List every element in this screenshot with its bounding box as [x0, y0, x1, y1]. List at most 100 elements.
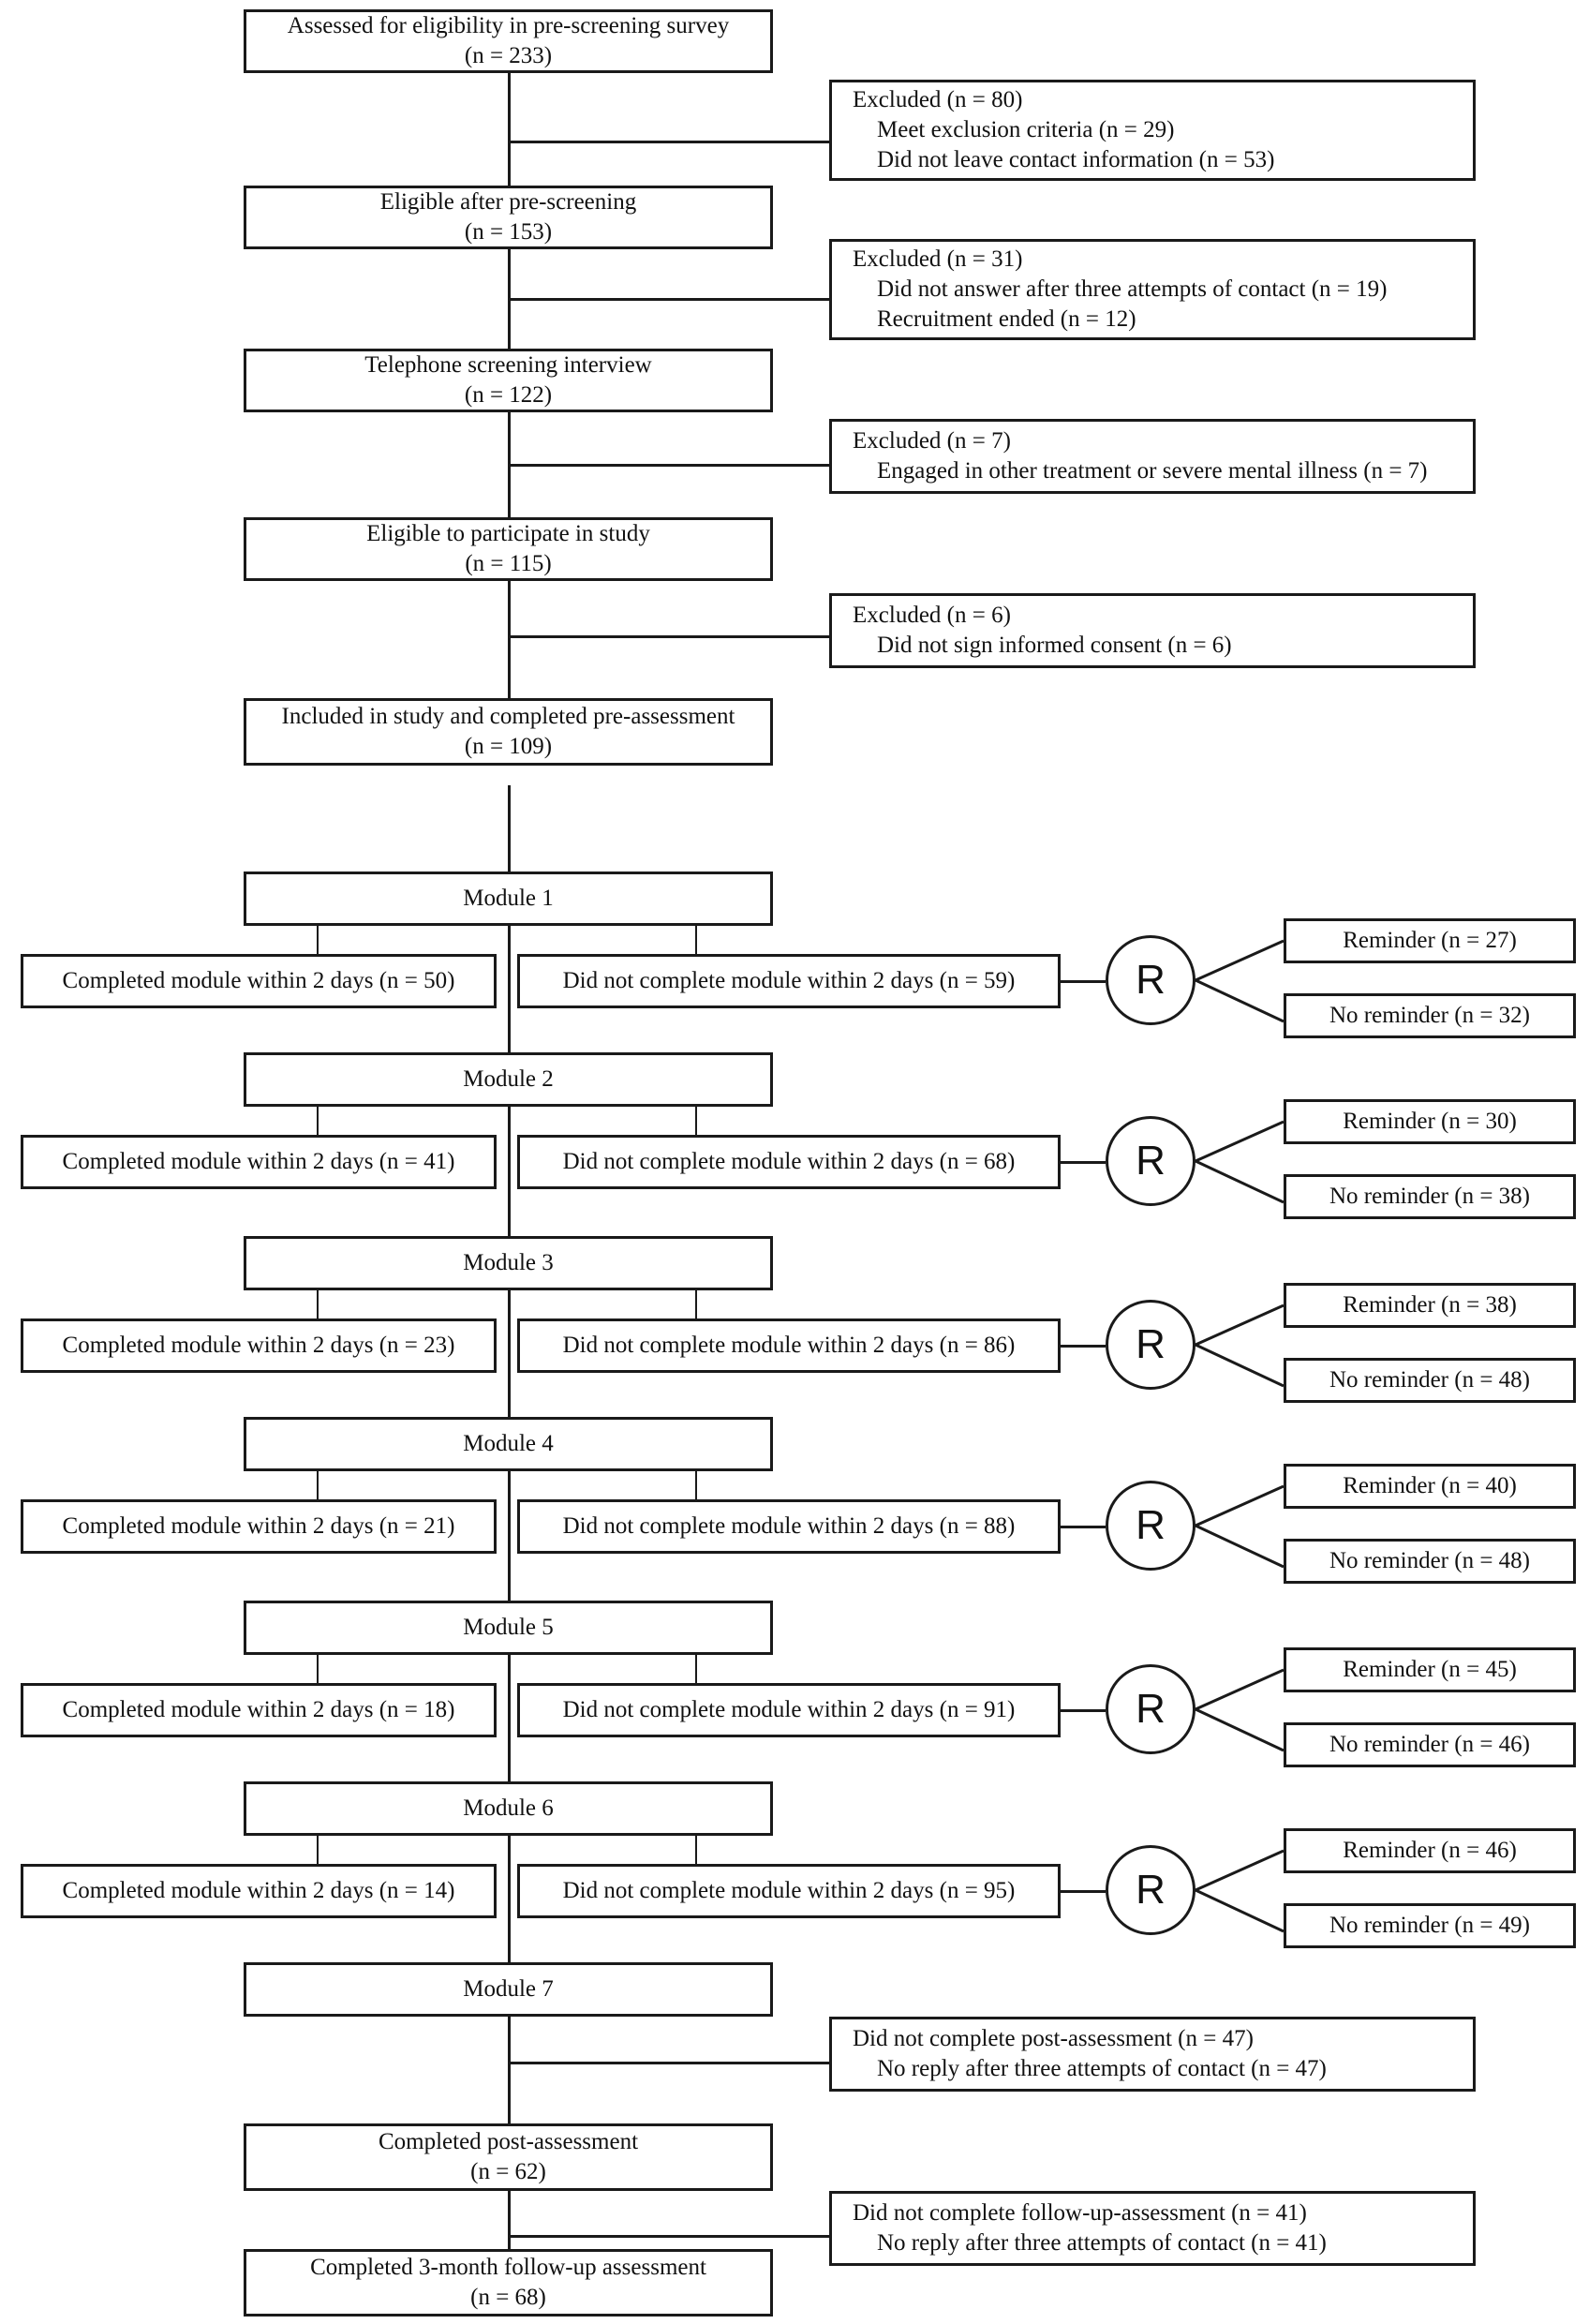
spine-module-6-to-7	[508, 1836, 511, 1962]
module-4-branch-right	[695, 1471, 697, 1501]
module-3-no-reminder-box[interactable]: No reminder (n = 48)	[1284, 1358, 1576, 1403]
no-reminder-label: No reminder (n = 38)	[1329, 1184, 1531, 1209]
completed-label: Completed module within 2 days (n = 14)	[62, 1878, 455, 1903]
attrition-header: Did not complete post-assessment (n = 47…	[853, 2026, 1254, 2051]
module-5-to-r-connector	[1061, 1709, 1106, 1712]
module-4-not-completed-box[interactable]: Did not complete module within 2 days (n…	[517, 1499, 1061, 1554]
node-telephone-screening-interview[interactable]: Telephone screening interview (n = 122)	[244, 349, 773, 412]
module-4-branch-left	[317, 1471, 319, 1501]
module-box-3[interactable]: Module 3	[244, 1236, 773, 1290]
module-1-randomization-circle[interactable]: R	[1106, 935, 1195, 1025]
exclusion-box-1[interactable]: Excluded (n = 80) Meet exclusion criteri…	[829, 80, 1476, 181]
module-6-reminder-box[interactable]: Reminder (n = 46)	[1284, 1828, 1576, 1873]
reminder-label: Reminder (n = 38)	[1343, 1292, 1517, 1318]
module-2-completed-box[interactable]: Completed module within 2 days (n = 41)	[21, 1135, 497, 1189]
module-6-randomization-circle[interactable]: R	[1106, 1845, 1195, 1935]
module-6-no-reminder-box[interactable]: No reminder (n = 49)	[1284, 1903, 1576, 1948]
connector-attrition-followup	[508, 2235, 829, 2238]
node-assessed-for-eligibility[interactable]: Assessed for eligibility in pre-screenin…	[244, 9, 773, 73]
module-3-not-completed-box[interactable]: Did not complete module within 2 days (n…	[517, 1318, 1061, 1373]
attrition-reason: No reply after three attempts of contact…	[877, 2230, 1327, 2256]
node-line-1: Assessed for eligibility in pre-screenin…	[287, 13, 730, 38]
module-box-1[interactable]: Module 1	[244, 872, 773, 926]
module-5-no-reminder-box[interactable]: No reminder (n = 46)	[1284, 1722, 1576, 1767]
module-2-no-reminder-box[interactable]: No reminder (n = 38)	[1284, 1174, 1576, 1219]
exclusion-reason: Engaged in other treatment or severe men…	[877, 458, 1428, 484]
module-2-randomization-circle[interactable]: R	[1106, 1116, 1195, 1206]
module-3-r-branches	[1195, 1304, 1285, 1388]
spine-post-to-followup	[508, 2191, 511, 2303]
node-line-2: (n = 109)	[464, 734, 553, 759]
completed-label: Completed module within 2 days (n = 41)	[62, 1149, 455, 1174]
module-6-completed-box[interactable]: Completed module within 2 days (n = 14)	[21, 1864, 497, 1918]
module-5-r-branches	[1195, 1668, 1285, 1752]
module-label: Module 7	[463, 1976, 554, 2002]
module-6-r-branches	[1195, 1849, 1285, 1933]
completed-label: Completed module within 2 days (n = 23)	[62, 1333, 455, 1358]
module-box-2[interactable]: Module 2	[244, 1052, 773, 1107]
node-line-2: (n = 122)	[464, 382, 553, 408]
node-included-in-study[interactable]: Included in study and completed pre-asse…	[244, 698, 773, 766]
exclusion-box-4[interactable]: Excluded (n = 6) Did not sign informed c…	[829, 593, 1476, 668]
exclusion-box-3[interactable]: Excluded (n = 7) Engaged in other treatm…	[829, 419, 1476, 494]
module-label: Module 6	[463, 1795, 554, 1821]
node-line-2: (n = 68)	[470, 2285, 546, 2310]
not-completed-label: Did not complete module within 2 days (n…	[562, 1697, 1016, 1722]
not-completed-label: Did not complete module within 2 days (n…	[562, 1333, 1016, 1358]
module-box-4[interactable]: Module 4	[244, 1417, 773, 1471]
module-box-5[interactable]: Module 5	[244, 1601, 773, 1655]
spine-module-5-to-6	[508, 1655, 511, 1781]
completed-label: Completed module within 2 days (n = 50)	[62, 968, 455, 993]
module-3-randomization-circle[interactable]: R	[1106, 1300, 1195, 1390]
module-1-no-reminder-box[interactable]: No reminder (n = 32)	[1284, 993, 1576, 1038]
completed-label: Completed module within 2 days (n = 18)	[62, 1697, 455, 1722]
module-3-to-r-connector	[1061, 1345, 1106, 1348]
node-line-2: (n = 233)	[464, 43, 553, 68]
spine-segment-5	[508, 785, 511, 888]
node-eligible-to-participate[interactable]: Eligible to participate in study (n = 11…	[244, 517, 773, 581]
attrition-reason: No reply after three attempts of contact…	[877, 2056, 1327, 2081]
module-5-reminder-box[interactable]: Reminder (n = 45)	[1284, 1647, 1576, 1692]
no-reminder-label: No reminder (n = 46)	[1329, 1732, 1531, 1757]
node-line-2: (n = 115)	[465, 551, 552, 576]
no-reminder-label: No reminder (n = 48)	[1329, 1367, 1531, 1393]
module-label: Module 5	[463, 1615, 554, 1640]
module-label: Module 3	[463, 1250, 554, 1275]
spine-module-2-to-3	[508, 1107, 511, 1236]
module-5-completed-box[interactable]: Completed module within 2 days (n = 18)	[21, 1683, 497, 1737]
module-1-completed-box[interactable]: Completed module within 2 days (n = 50)	[21, 954, 497, 1008]
module-1-reminder-box[interactable]: Reminder (n = 27)	[1284, 918, 1576, 963]
module-4-no-reminder-box[interactable]: No reminder (n = 48)	[1284, 1539, 1576, 1584]
spine-module-1-to-2	[508, 926, 511, 1052]
module-3-reminder-box[interactable]: Reminder (n = 38)	[1284, 1283, 1576, 1328]
exclusion-box-2[interactable]: Excluded (n = 31) Did not answer after t…	[829, 239, 1476, 340]
module-1-branch-left	[317, 926, 319, 956]
node-completed-post-assessment[interactable]: Completed post-assessment (n = 62)	[244, 2123, 773, 2191]
attrition-box-followup-assessment[interactable]: Did not complete follow-up-assessment (n…	[829, 2191, 1476, 2266]
module-2-branch-left	[317, 1107, 319, 1137]
reminder-label: Reminder (n = 46)	[1343, 1838, 1517, 1863]
module-3-completed-box[interactable]: Completed module within 2 days (n = 23)	[21, 1318, 497, 1373]
node-eligible-after-prescreening[interactable]: Eligible after pre-screening (n = 153)	[244, 186, 773, 249]
module-6-branch-right	[695, 1836, 697, 1866]
attrition-header: Did not complete follow-up-assessment (n…	[853, 2200, 1307, 2226]
module-4-randomization-circle[interactable]: R	[1106, 1481, 1195, 1571]
node-line-1: Completed 3-month follow-up assessment	[310, 2255, 706, 2280]
node-completed-followup-assessment[interactable]: Completed 3-month follow-up assessment (…	[244, 2249, 773, 2317]
module-5-randomization-circle[interactable]: R	[1106, 1664, 1195, 1754]
module-1-r-branches	[1195, 939, 1285, 1023]
module-4-completed-box[interactable]: Completed module within 2 days (n = 21)	[21, 1499, 497, 1554]
module-2-reminder-box[interactable]: Reminder (n = 30)	[1284, 1099, 1576, 1144]
module-box-7[interactable]: Module 7	[244, 1962, 773, 2017]
module-1-not-completed-box[interactable]: Did not complete module within 2 days (n…	[517, 954, 1061, 1008]
randomization-label: R	[1136, 1686, 1166, 1732]
exclusion-reason: Did not answer after three attempts of c…	[877, 276, 1388, 302]
module-box-6[interactable]: Module 6	[244, 1781, 773, 1836]
module-2-not-completed-box[interactable]: Did not complete module within 2 days (n…	[517, 1135, 1061, 1189]
node-line-2: (n = 62)	[470, 2159, 546, 2184]
module-4-reminder-box[interactable]: Reminder (n = 40)	[1284, 1464, 1576, 1509]
module-6-not-completed-box[interactable]: Did not complete module within 2 days (n…	[517, 1864, 1061, 1918]
module-5-not-completed-box[interactable]: Did not complete module within 2 days (n…	[517, 1683, 1061, 1737]
attrition-box-post-assessment[interactable]: Did not complete post-assessment (n = 47…	[829, 2017, 1476, 2092]
spine-module-3-to-4	[508, 1290, 511, 1417]
